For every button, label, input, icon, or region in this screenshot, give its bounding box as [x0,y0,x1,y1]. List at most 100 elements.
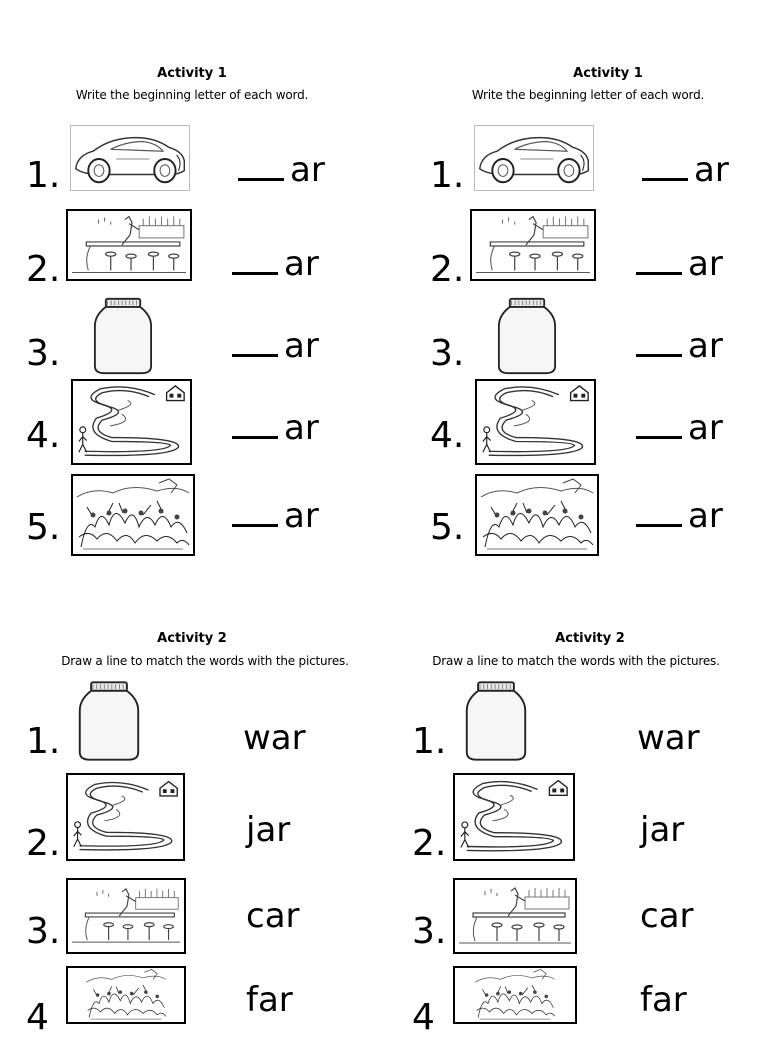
answer-blank[interactable] [642,150,688,181]
bar-icon [455,880,575,952]
match-word[interactable]: car [640,896,694,936]
war-picture [475,474,599,556]
word-blank-item[interactable]: ar [232,408,319,448]
bar-picture [453,878,577,954]
war-icon [455,968,575,1022]
match-word[interactable]: far [640,980,687,1020]
item-number: 2. [430,249,465,290]
word-ending: ar [284,326,319,366]
match-word[interactable]: war [637,718,700,758]
war-picture [66,966,186,1024]
car-icon [475,126,593,190]
item-number: 3. [26,333,61,374]
word-ending: ar [694,150,729,190]
item-number: 3. [412,911,447,952]
word-ending: ar [688,244,723,284]
word-ending: ar [688,326,723,366]
item-number: 3. [430,333,465,374]
answer-blank[interactable] [636,244,682,275]
road-picture [475,379,596,465]
word-ending: ar [284,408,319,448]
match-word[interactable]: war [243,718,306,758]
item-number: 1. [412,721,447,762]
bar-icon [68,880,184,952]
jar-icon [492,297,562,375]
item-number: 4 [412,997,435,1038]
item-number: 1. [26,155,61,196]
item-number: 2. [412,823,447,864]
match-word[interactable]: far [246,980,293,1020]
word-ending: ar [290,150,325,190]
war-picture [71,474,195,556]
item-number: 1. [26,721,61,762]
word-ending: ar [284,244,319,284]
road-picture [71,379,192,465]
match-word[interactable]: jar [640,810,685,850]
item-number: 4. [430,415,465,456]
jar-picture [492,297,562,375]
match-word[interactable]: car [246,896,300,936]
jar-icon [88,297,158,375]
car-icon [71,126,189,190]
activity-instruction: Draw a line to match the words with the … [432,654,720,668]
word-ending: ar [284,496,319,536]
car-picture [70,125,190,191]
jar-picture [88,297,158,375]
word-blank-item[interactable]: ar [636,496,723,536]
road-picture [66,773,185,861]
jar-picture [76,680,142,762]
jar-picture [463,680,529,762]
word-blank-item[interactable]: ar [636,326,723,366]
word-ending: ar [688,408,723,448]
word-blank-item[interactable]: ar [232,326,319,366]
war-icon [68,968,184,1022]
far-road-icon [455,775,573,859]
item-number: 1. [430,155,465,196]
road-picture [453,773,575,861]
war-icon [477,476,597,554]
item-number: 5. [430,507,465,548]
bar-picture [470,209,596,281]
item-number: 5. [26,507,61,548]
item-number: 4. [26,415,61,456]
word-blank-item[interactable]: ar [642,150,729,190]
answer-blank[interactable] [636,408,682,439]
answer-blank[interactable] [232,244,278,275]
far-road-icon [68,775,183,859]
activity-title: Activity 2 [555,631,625,646]
far-road-icon [73,381,190,463]
word-blank-item[interactable]: ar [232,244,319,284]
answer-blank[interactable] [636,326,682,357]
bar-picture [66,209,192,281]
jar-icon [76,680,142,762]
word-blank-item[interactable]: ar [238,150,325,190]
activity-title: Activity 1 [157,66,227,81]
far-road-icon [477,381,594,463]
answer-blank[interactable] [232,496,278,527]
answer-blank[interactable] [232,326,278,357]
bar-icon [472,211,594,279]
word-blank-item[interactable]: ar [232,496,319,536]
activity-instruction: Write the beginning letter of each word. [75,88,309,102]
word-blank-item[interactable]: ar [636,408,723,448]
word-blank-item[interactable]: ar [636,244,723,284]
item-number: 2. [26,823,61,864]
activity-title: Activity 1 [573,66,643,81]
war-picture [453,966,577,1024]
jar-icon [463,680,529,762]
match-word[interactable]: jar [246,810,291,850]
bar-picture [66,878,186,954]
item-number: 3. [26,911,61,952]
activity-instruction: Write the beginning letter of each word. [471,88,705,102]
war-icon [73,476,193,554]
answer-blank[interactable] [232,408,278,439]
answer-blank[interactable] [636,496,682,527]
answer-blank[interactable] [238,150,284,181]
bar-icon [68,211,190,279]
activity-instruction: Draw a line to match the words with the … [61,654,349,668]
activity-title: Activity 2 [157,631,227,646]
word-ending: ar [688,496,723,536]
car-picture [474,125,594,191]
item-number: 4 [26,997,49,1038]
item-number: 2. [26,249,61,290]
